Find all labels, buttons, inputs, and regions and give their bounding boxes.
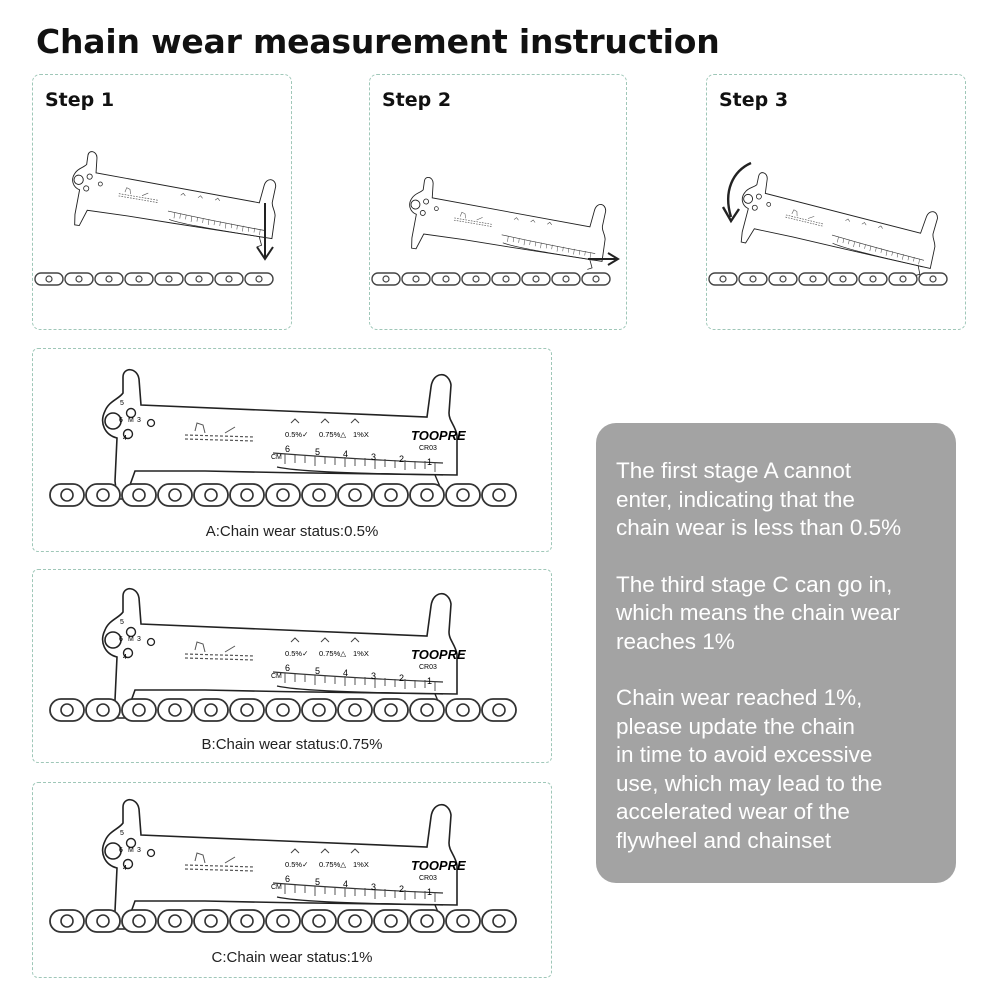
note-stage-c: The third stage C can go in, which means… [616,571,900,654]
chain-checker-tool [403,174,611,276]
svg-text:1: 1 [427,457,432,467]
checker-model: CR03 [419,664,437,671]
svg-text:3: 3 [371,882,376,892]
checker-model: CR03 [419,875,437,882]
svg-text:4: 4 [343,449,348,459]
svg-text:6: 6 [285,663,290,673]
chain [34,272,274,286]
step-2-card: Step 2 [369,74,627,330]
svg-text:5: 5 [120,830,124,837]
svg-text:2: 2 [399,454,404,464]
svg-text:5: 5 [315,877,320,887]
chain-checker-tool [732,169,943,283]
step-1-card: Step 1 [32,74,292,330]
status-c-label: C:Chain wear status:1% [211,949,373,966]
svg-text:6: 6 [119,847,123,854]
svg-text:1%X: 1%X [353,860,369,869]
svg-text:4: 4 [123,865,127,872]
checker-marks: 0.5%✓ 0.75%△ 1%X [285,860,369,869]
svg-text:5: 5 [315,447,320,457]
svg-text:4: 4 [343,879,348,889]
svg-text:0.5%✓: 0.5%✓ [285,649,308,658]
status-c-card: 5 6 M 3 4 0.5%✓ 0.75%△ 1%X TOOPRE CR03 C… [32,782,552,978]
step-1-label: Step 1 [45,89,115,111]
chain-checker-tool [65,149,281,253]
arrow-down-icon [256,203,274,261]
page-title: Chain wear measurement instruction [36,22,720,61]
step-3-illustration [708,161,948,286]
svg-text:0.5%✓: 0.5%✓ [285,430,308,439]
svg-text:4: 4 [343,668,348,678]
note-stage-a: The first stage A cannot enter, indicati… [616,458,902,540]
svg-text:M: M [128,417,134,424]
status-b-illustration: 5 6 M 3 4 0.5%✓ 0.75%△ 1%X TOOPRE CR03 C… [49,587,517,722]
checker-brand: TOOPRE [411,858,466,873]
checker-model: CR03 [419,445,437,452]
svg-text:1%X: 1%X [353,649,369,658]
svg-text:M: M [128,636,134,643]
svg-text:6: 6 [119,417,123,424]
checker-marks: 0.5%✓ 0.75%△ 1%X [285,430,369,439]
status-b-card: 5 6 M 3 4 0.5%✓ 0.75%△ 1%X TOOPRE CR03 C… [32,569,552,763]
svg-text:5: 5 [315,666,320,676]
svg-text:1%X: 1%X [353,430,369,439]
svg-text:6: 6 [285,874,290,884]
svg-text:0.75%△: 0.75%△ [319,430,347,439]
status-b-label: B:Chain wear status:0.75% [201,736,383,753]
status-a-illustration: 5 6 M 3 4 0.5%✓ 0.75%△ 1%X TOOPRE CR03 C… [49,368,517,507]
note-replace-chain: Chain wear reached 1%, please update the… [616,685,883,853]
svg-text:3: 3 [137,636,141,643]
step-1-illustration [34,149,281,286]
checker-gauge-numbers: 5 6 M 3 4 [119,619,141,661]
svg-text:6: 6 [119,636,123,643]
status-a-label: A:Chain wear status:0.5% [205,523,379,540]
svg-text:4: 4 [123,654,127,661]
svg-text:6: 6 [285,444,290,454]
checker-scale-numbers: 6 5 4 3 2 1 [285,663,432,686]
svg-text:1: 1 [427,676,432,686]
svg-text:3: 3 [371,671,376,681]
checker-scale-numbers: 6 5 4 3 2 1 [285,874,432,897]
checker-marks: 0.5%✓ 0.75%△ 1%X [285,649,369,658]
step-3-label: Step 3 [719,89,789,111]
step-2-label: Step 2 [382,89,452,111]
checker-unit: CM [271,454,282,461]
checker-scale-numbers: 6 5 4 3 2 1 [285,444,432,467]
explanation-box: The first stage A cannot enter, indicati… [596,423,956,883]
checker-unit: CM [271,673,282,680]
svg-text:5: 5 [120,400,124,407]
svg-text:4: 4 [123,435,127,442]
chain-checker-tool [101,368,458,500]
svg-text:M: M [128,847,134,854]
svg-text:3: 3 [137,417,141,424]
svg-text:0.5%✓: 0.5%✓ [285,860,308,869]
svg-text:5: 5 [120,619,124,626]
svg-text:0.75%△: 0.75%△ [319,649,347,658]
checker-gauge-numbers: 5 6 M 3 4 [119,830,141,872]
arrow-right-icon [588,252,620,266]
checker-brand: TOOPRE [411,428,466,443]
svg-text:1: 1 [427,887,432,897]
checker-unit: CM [271,884,282,891]
svg-text:0.75%△: 0.75%△ [319,860,347,869]
status-c-illustration: 5 6 M 3 4 0.5%✓ 0.75%△ 1%X TOOPRE CR03 C… [49,798,517,933]
svg-text:3: 3 [137,847,141,854]
svg-text:2: 2 [399,884,404,894]
step-3-card: Step 3 [706,74,966,330]
chain [371,272,611,286]
rotate-arrow-icon [721,161,752,224]
chain [708,272,948,286]
svg-text:2: 2 [399,673,404,683]
svg-text:3: 3 [371,452,376,462]
status-a-card: 5 6 M 3 4 0.5%✓ 0.75%△ 1%X TOOPRE CR03 C… [32,348,552,552]
step-2-illustration [371,174,620,286]
checker-gauge-numbers: 5 6 M 3 4 [119,400,141,442]
checker-brand: TOOPRE [411,647,466,662]
